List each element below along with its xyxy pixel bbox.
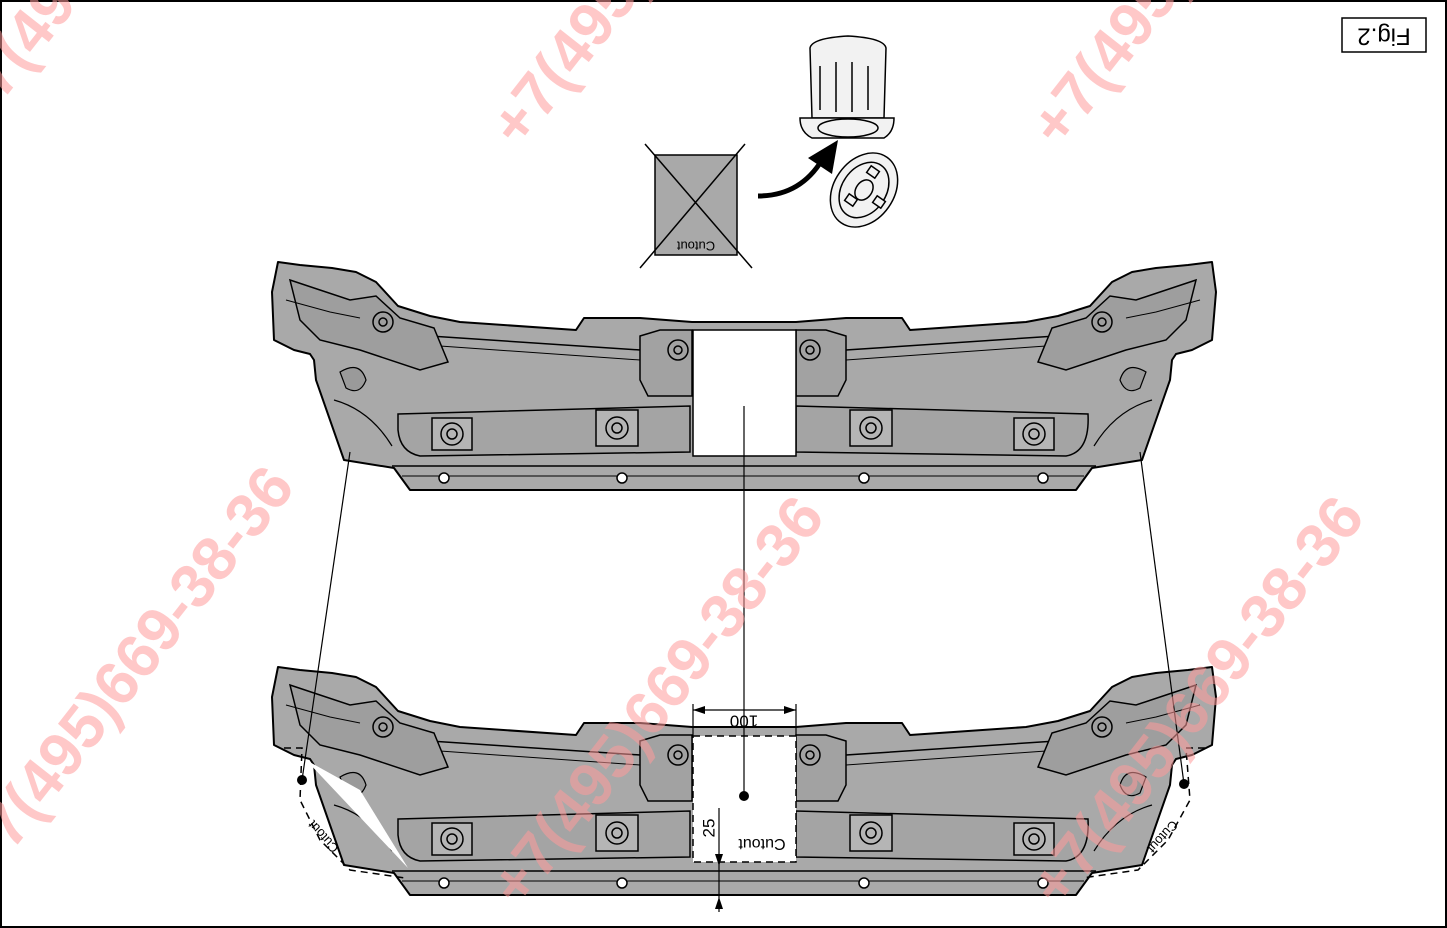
watermark-text: +7(495)669-38-36	[0, 0, 298, 139]
watermark-text: +7(495)669-38-36	[1017, 0, 1378, 159]
dimension-height: 25	[699, 808, 723, 912]
x-box-cutout-label: Cutout	[676, 239, 715, 254]
dimension-height-text: 25	[699, 819, 718, 838]
watermark-text: +7(495)669-38-36	[1017, 484, 1378, 919]
watermark-text: +7(495)669-38-36	[477, 0, 838, 159]
figure-label: Fig.2	[1341, 17, 1427, 53]
figure-label-text: Fig.2	[1357, 23, 1410, 50]
marker-dot-left	[297, 775, 307, 785]
watermark-text: +7(495)669-38-36	[0, 454, 308, 889]
leader-line-left	[301, 451, 351, 781]
curved-arrow-head-icon	[808, 140, 838, 174]
marker-dot-center	[739, 791, 749, 801]
right-cutout-contour	[1081, 747, 1205, 879]
dimension-width: 100	[692, 704, 797, 736]
leader-line-right	[1139, 451, 1185, 785]
curved-arrow-icon	[757, 158, 825, 199]
marker-dot-right	[1179, 779, 1189, 789]
crossed-out-rectangle-icon: Cutout	[639, 143, 753, 269]
left-cutout-contour	[284, 747, 406, 879]
dimension-width-text: 100	[730, 712, 758, 731]
plastic-clip-icon	[799, 35, 899, 228]
center-cutout-label: Cutout	[738, 835, 786, 852]
